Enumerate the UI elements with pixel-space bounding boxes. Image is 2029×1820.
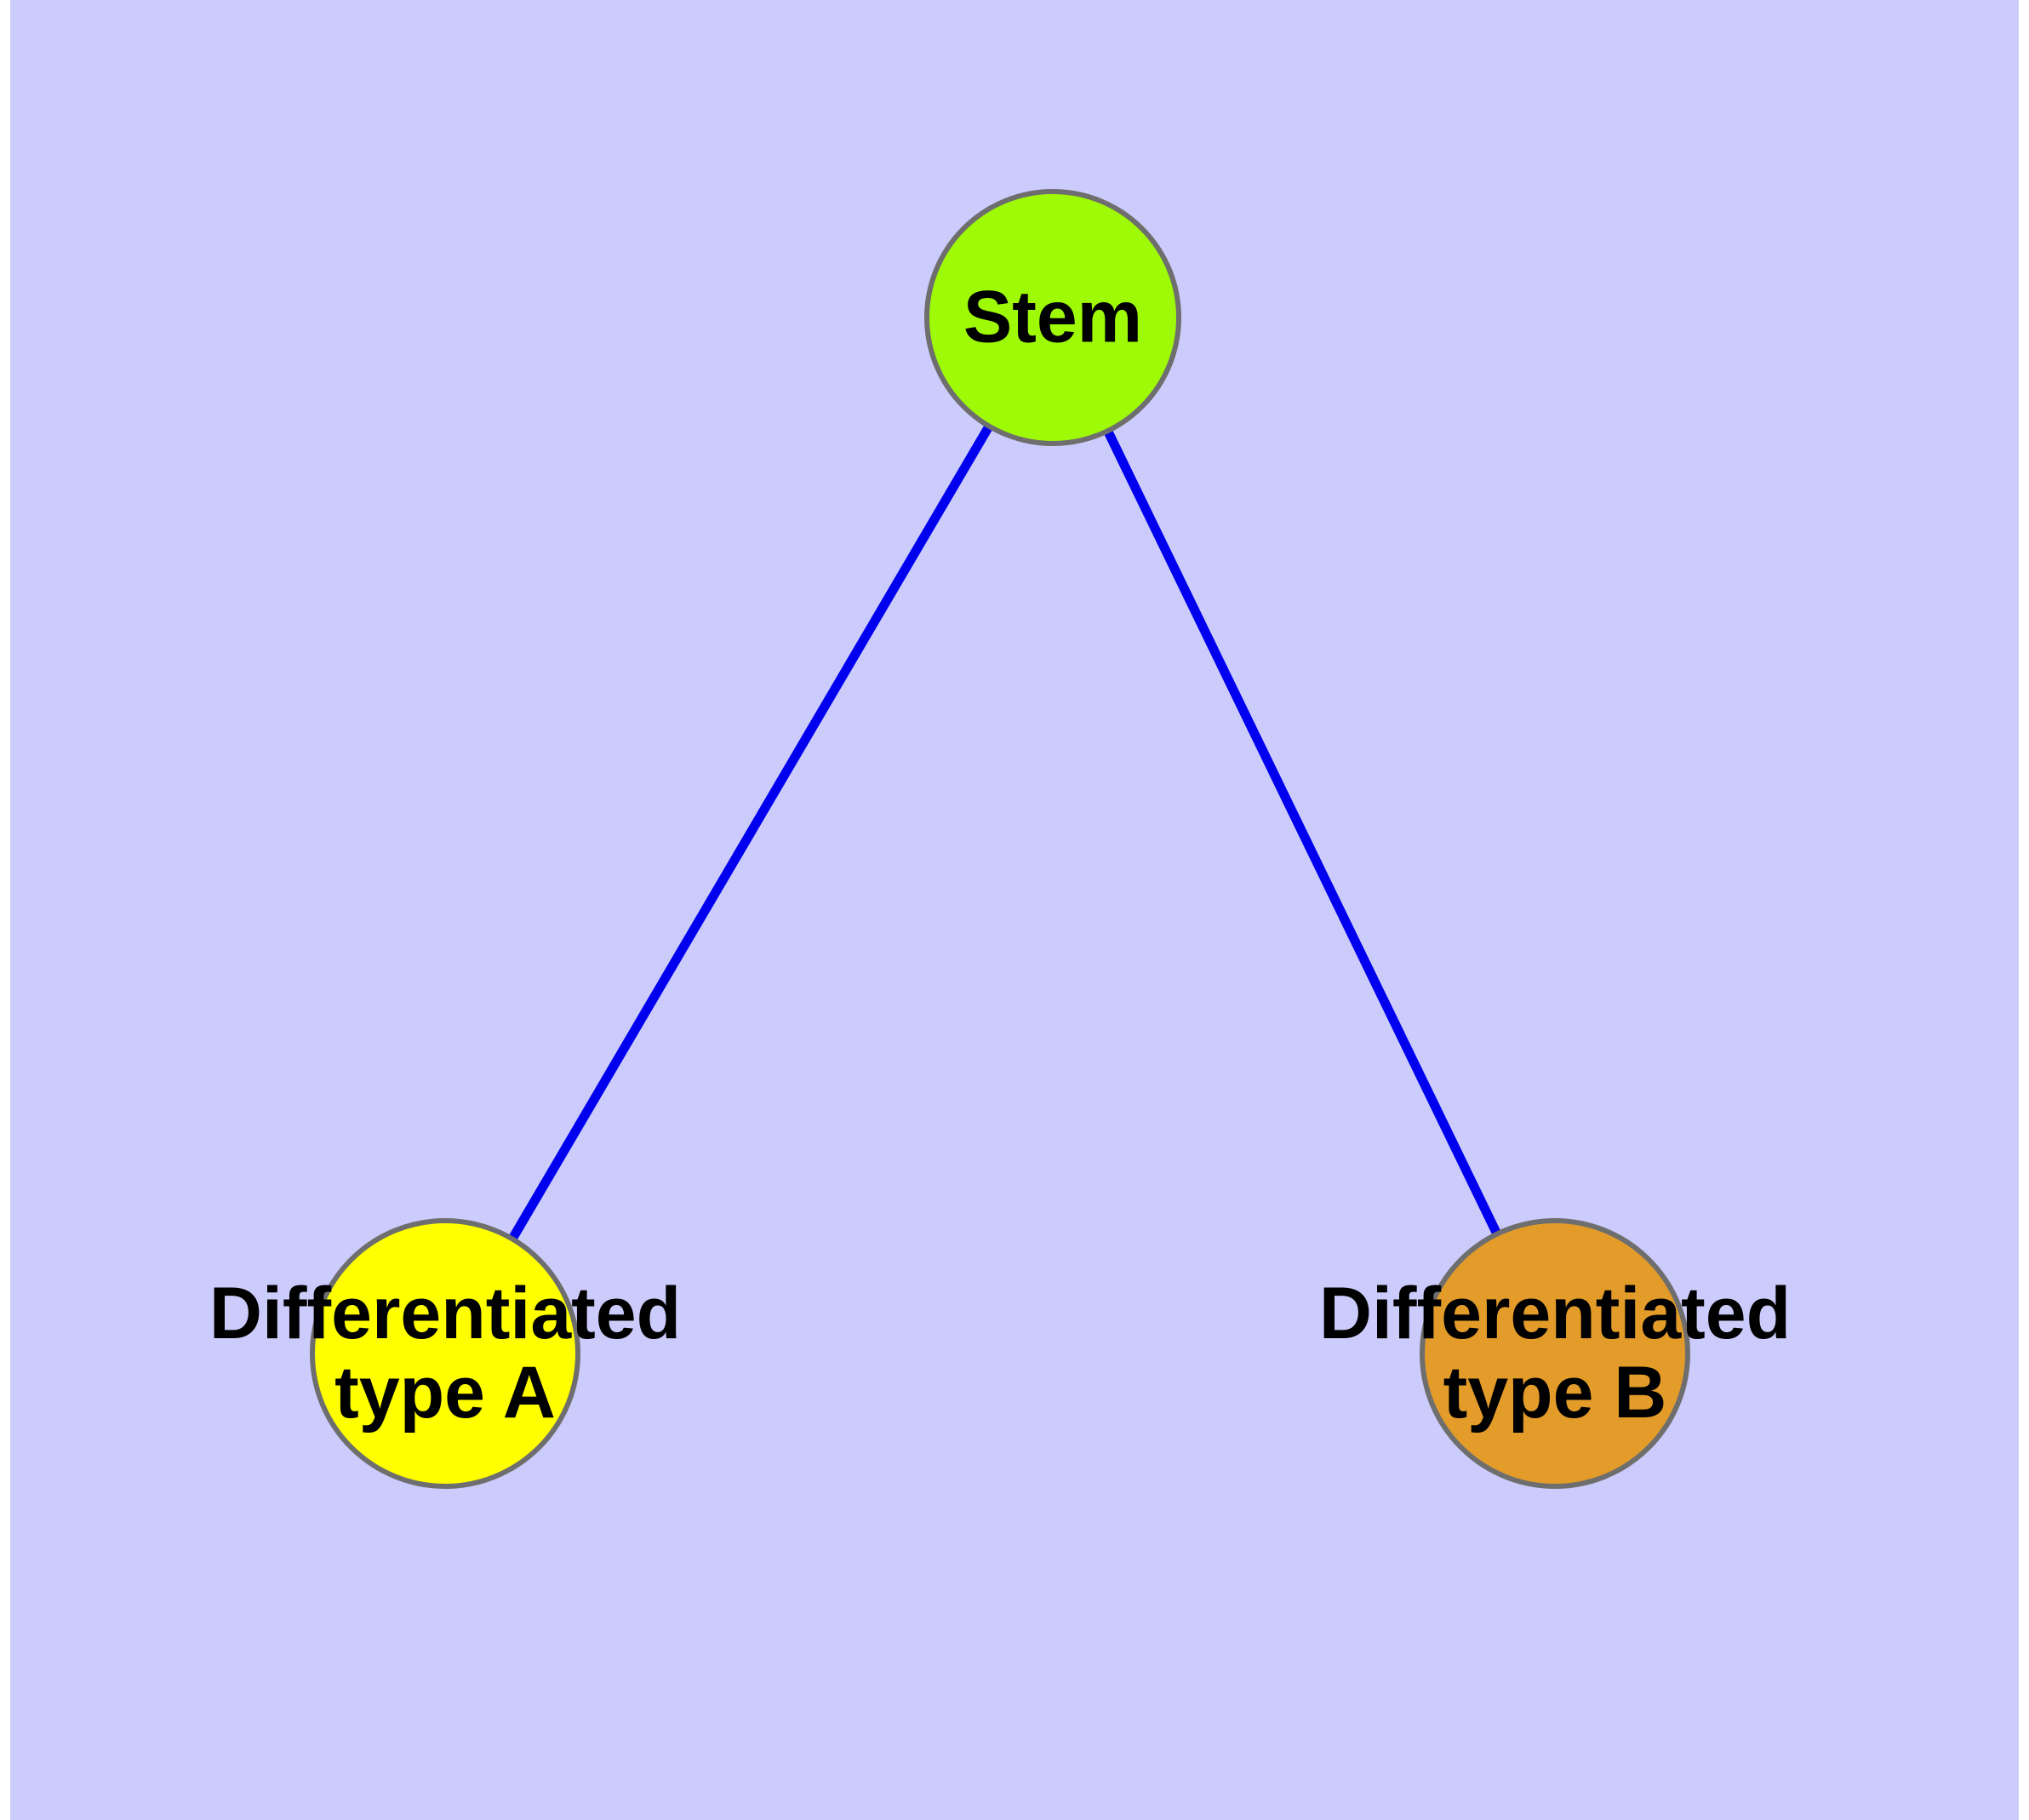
node-differentiated-type-a[interactable]: Differentiated type A [209, 1218, 681, 1489]
node-stem-label-line-1: Stem [963, 276, 1143, 358]
node-stem-label: Stem [963, 278, 1142, 358]
node-stem[interactable]: Stem [924, 189, 1181, 446]
node-differentiated-type-b[interactable]: Differentiated type B [1319, 1218, 1791, 1489]
